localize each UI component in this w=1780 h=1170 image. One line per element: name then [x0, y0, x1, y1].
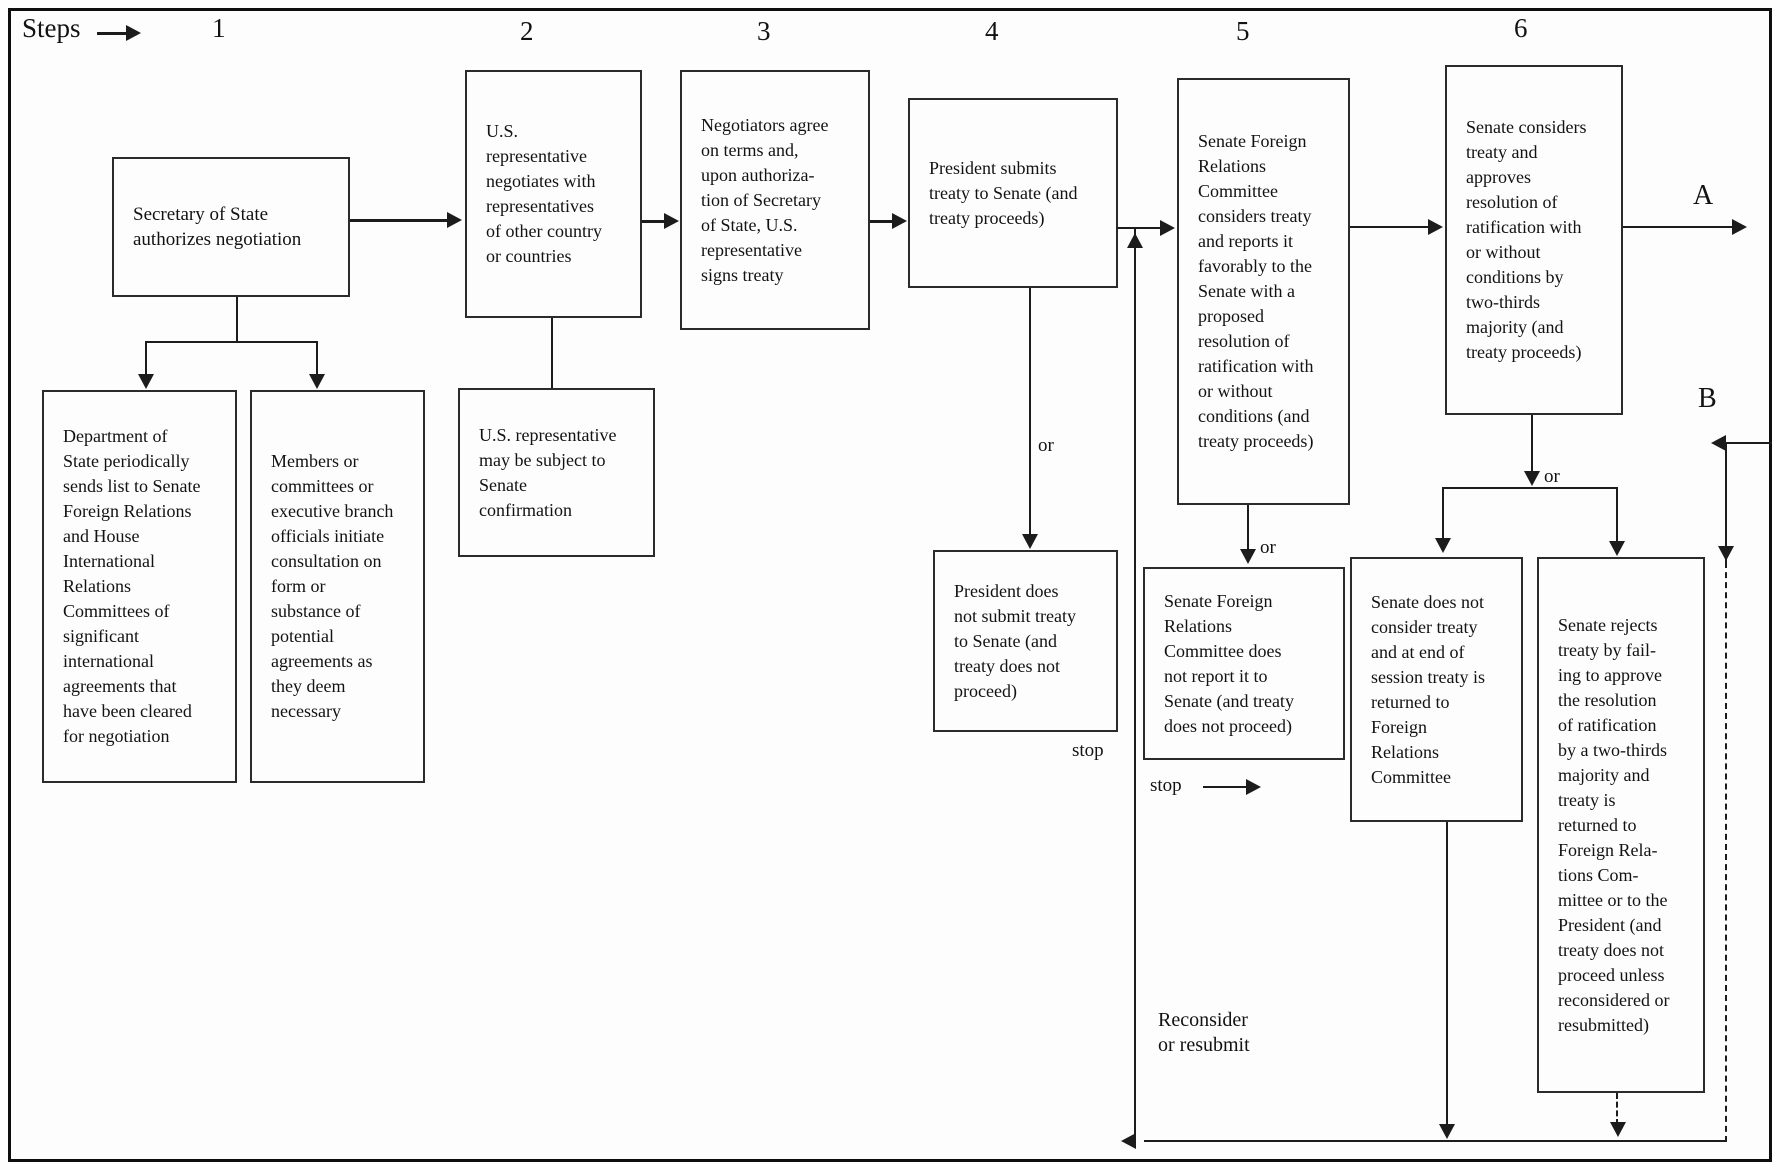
exit-a-line	[1623, 226, 1733, 228]
step-number-1: 1	[212, 13, 226, 43]
connector-step5-or-drop	[1247, 505, 1249, 550]
box-president-not-submit-text: President does not submit treaty to Sena…	[954, 580, 1076, 701]
box-members-consultation: Members or committees or executive branc…	[250, 390, 425, 783]
box-secretary-authorizes: Secretary of State authorizes negotiatio…	[112, 157, 350, 297]
exit-a-arrow-icon	[1732, 219, 1747, 235]
arrow-into-members-box-icon	[309, 374, 325, 389]
connector-step6-right-drop	[1616, 487, 1618, 542]
box-us-rep-negotiates: U.S. representative negotiates with repr…	[465, 70, 642, 318]
box-dept-state-list: Department of State periodically sends l…	[42, 390, 237, 783]
steps-label: Steps	[22, 13, 81, 43]
connector-b-label: B	[1698, 383, 1717, 414]
step-number-2: 2	[520, 16, 534, 46]
box-senate-not-consider: Senate does not consider treaty and at e…	[1350, 557, 1523, 822]
arrow-into-dept-state-box-icon	[138, 374, 154, 389]
flow-arrow-step4-step5-icon	[1160, 220, 1175, 236]
reentry-b-line	[1726, 442, 1772, 444]
stop-arrow-icon-step5	[1246, 779, 1261, 795]
flow-arrow-step1-step2-icon	[447, 212, 462, 228]
steps-arrow-icon	[126, 25, 141, 41]
or-label-step6: or	[1544, 466, 1560, 487]
flow-arrow-step5-step6-icon	[1428, 219, 1443, 235]
connector-step1-split-stem	[236, 297, 238, 342]
return-line-left-arrow-icon	[1121, 1133, 1136, 1149]
diagram-border-frame	[8, 8, 1772, 1162]
step-number-6: 6	[1514, 13, 1528, 43]
connector-step6-left-drop	[1442, 487, 1444, 539]
flow-line-step2-step3	[642, 220, 665, 223]
connector-step6-split-bar	[1443, 487, 1618, 489]
flow-line-step1-step2	[350, 219, 448, 222]
step-number-4: 4	[985, 16, 999, 46]
connector-senate-rejects-return	[1616, 1093, 1618, 1125]
feedback-line-vertical	[1134, 229, 1136, 1141]
arrow-into-senate-rejects-icon	[1609, 541, 1625, 556]
arrow-senate-rejects-return-icon	[1610, 1122, 1626, 1137]
box-senate-not-consider-text: Senate does not consider treaty and at e…	[1371, 591, 1485, 787]
box-negotiators-agree-text: Negotiators agree on terms and, upon aut…	[701, 114, 829, 285]
flow-arrow-step3-step4-icon	[892, 213, 907, 229]
arrow-into-sfrc-not-report-icon	[1240, 549, 1256, 564]
steps-arrow-line	[97, 32, 127, 35]
box-senate-confirmation-text: U.S. representative may be subject to Se…	[479, 424, 617, 520]
feedback-arrow-up-icon	[1127, 233, 1143, 248]
return-line-bottom	[1144, 1140, 1727, 1142]
box-sfrc-not-report: Senate Foreign Relations Committee does …	[1143, 567, 1345, 760]
box-senate-approves-text: Senate considers treaty and approves res…	[1466, 117, 1587, 362]
connector-a-label: A	[1693, 180, 1714, 211]
box-president-submits-text: President submits treaty to Senate (and …	[929, 157, 1078, 228]
box-senate-rejects: Senate rejects treaty by fail- ing to ap…	[1537, 557, 1705, 1093]
reentry-b-arrow-icon	[1711, 435, 1726, 451]
or-label-step4: or	[1038, 435, 1054, 456]
box-senate-confirmation: U.S. representative may be subject to Se…	[458, 388, 655, 557]
reconsider-label: Reconsider or resubmit	[1158, 1009, 1250, 1056]
box-president-not-submit: President does not submit treaty to Sena…	[933, 550, 1118, 732]
stop-label-step5: stop	[1150, 775, 1182, 796]
reentry-b-vertical-solid	[1725, 442, 1727, 562]
connector-step6-or-stem	[1531, 415, 1533, 473]
box-president-submits: President submits treaty to Senate (and …	[908, 98, 1118, 288]
connector-step1-right-drop	[316, 341, 318, 375]
box-us-rep-negotiates-text: U.S. representative negotiates with repr…	[486, 121, 602, 266]
box-senate-approves: Senate considers treaty and approves res…	[1445, 65, 1623, 415]
stop-arrow-line-step5	[1203, 786, 1247, 788]
connector-senate-not-consider-return	[1446, 822, 1448, 1137]
box-sfrc-reports-favorably-text: Senate Foreign Relations Committee consi…	[1198, 131, 1314, 451]
box-sfrc-reports-favorably: Senate Foreign Relations Committee consi…	[1177, 78, 1350, 505]
reentry-b-vertical-dashed	[1725, 562, 1727, 1142]
box-negotiators-agree: Negotiators agree on terms and, upon aut…	[680, 70, 870, 330]
flow-arrow-step2-step3-icon	[664, 213, 679, 229]
box-senate-rejects-text: Senate rejects treaty by fail- ing to ap…	[1558, 614, 1670, 1035]
stop-label-step4: stop	[1072, 740, 1104, 761]
flow-line-step4-step5	[1117, 227, 1162, 229]
flow-line-step5-step6	[1350, 226, 1430, 228]
step-number-3: 3	[757, 16, 771, 46]
box-dept-state-list-text: Department of State periodically sends l…	[63, 426, 201, 746]
flow-line-step3-step4	[870, 220, 893, 223]
connector-step4-or-drop	[1029, 288, 1031, 535]
connector-step2-subbox	[551, 318, 553, 390]
connector-step6-or-arrow-icon	[1524, 471, 1540, 486]
reentry-b-down-arrow-icon	[1718, 546, 1734, 561]
box-sfrc-not-report-text: Senate Foreign Relations Committee does …	[1164, 590, 1294, 736]
connector-step1-split-bar	[146, 341, 318, 343]
box-members-consultation-text: Members or committees or executive branc…	[271, 451, 394, 721]
arrow-into-senate-not-consider-icon	[1435, 538, 1451, 553]
box-secretary-authorizes-text: Secretary of State authorizes negotiatio…	[133, 204, 302, 250]
connector-step1-left-drop	[145, 341, 147, 375]
arrow-into-president-not-submit-icon	[1022, 534, 1038, 549]
or-label-step5: or	[1260, 537, 1276, 558]
step-number-5: 5	[1236, 16, 1250, 46]
arrow-senate-not-consider-return-icon	[1439, 1124, 1455, 1139]
